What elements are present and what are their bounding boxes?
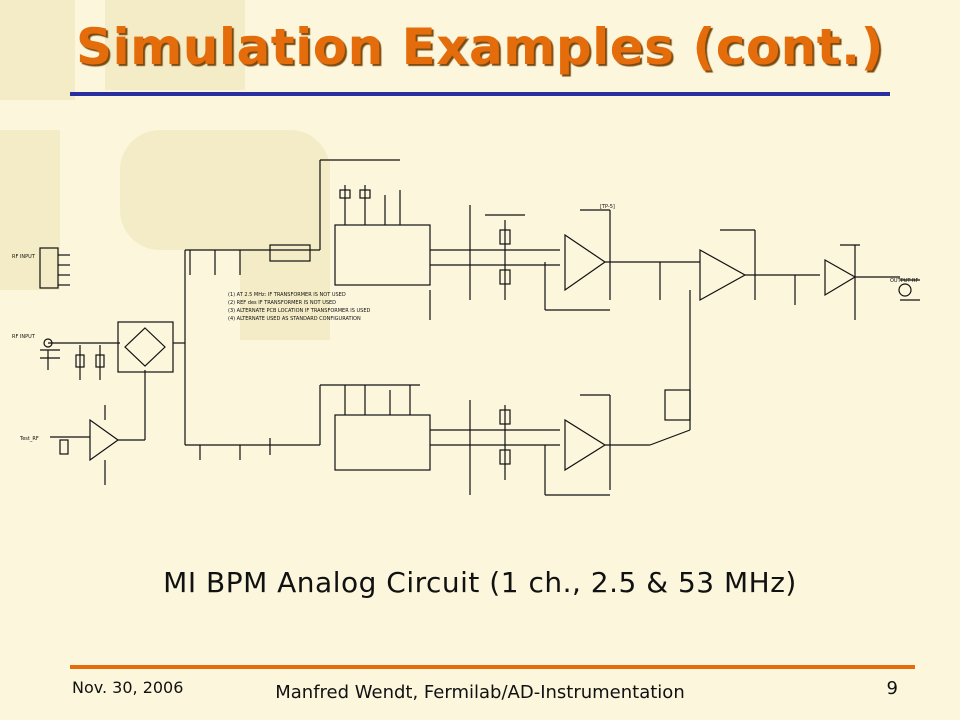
circuit-schematic: RF INPUT RF INPUT Test_RF (1) AT 2.5 MHz… bbox=[12, 159, 920, 496]
svg-text:(3) ALTERNATE PCB LOCATION IF: (3) ALTERNATE PCB LOCATION IF TRANSFORME… bbox=[228, 308, 370, 314]
svg-text:(1) AT 2.5 MHz: IF TRANSFORMER: (1) AT 2.5 MHz: IF TRANSFORMER IS NOT US… bbox=[228, 292, 346, 298]
footer-rule bbox=[70, 665, 915, 669]
footer-date: Nov. 30, 2006 bbox=[72, 678, 184, 697]
svg-text:OUTPUT RF: OUTPUT RF bbox=[890, 278, 918, 284]
slide-title: Simulation Examples (cont.) bbox=[75, 18, 885, 76]
svg-text:(2) REF des IF TRANSFORMER IS: (2) REF des IF TRANSFORMER IS NOT USED bbox=[228, 300, 336, 306]
svg-text:Test_RF: Test_RF bbox=[19, 436, 39, 442]
svg-text:[TP-5]: [TP-5] bbox=[600, 204, 615, 210]
footer-author: Manfred Wendt, Fermilab/AD-Instrumentati… bbox=[275, 682, 685, 703]
page-number: 9 bbox=[886, 678, 898, 699]
svg-text:(4) ALTERNATE USED AS STANDARD: (4) ALTERNATE USED AS STANDARD CONFIGURA… bbox=[228, 316, 361, 322]
svg-text:RF INPUT: RF INPUT bbox=[12, 254, 36, 260]
svg-text:RF INPUT: RF INPUT bbox=[12, 334, 36, 340]
figure-caption: MI BPM Analog Circuit (1 ch., 2.5 & 53 M… bbox=[163, 566, 797, 599]
title-underline bbox=[70, 92, 890, 96]
